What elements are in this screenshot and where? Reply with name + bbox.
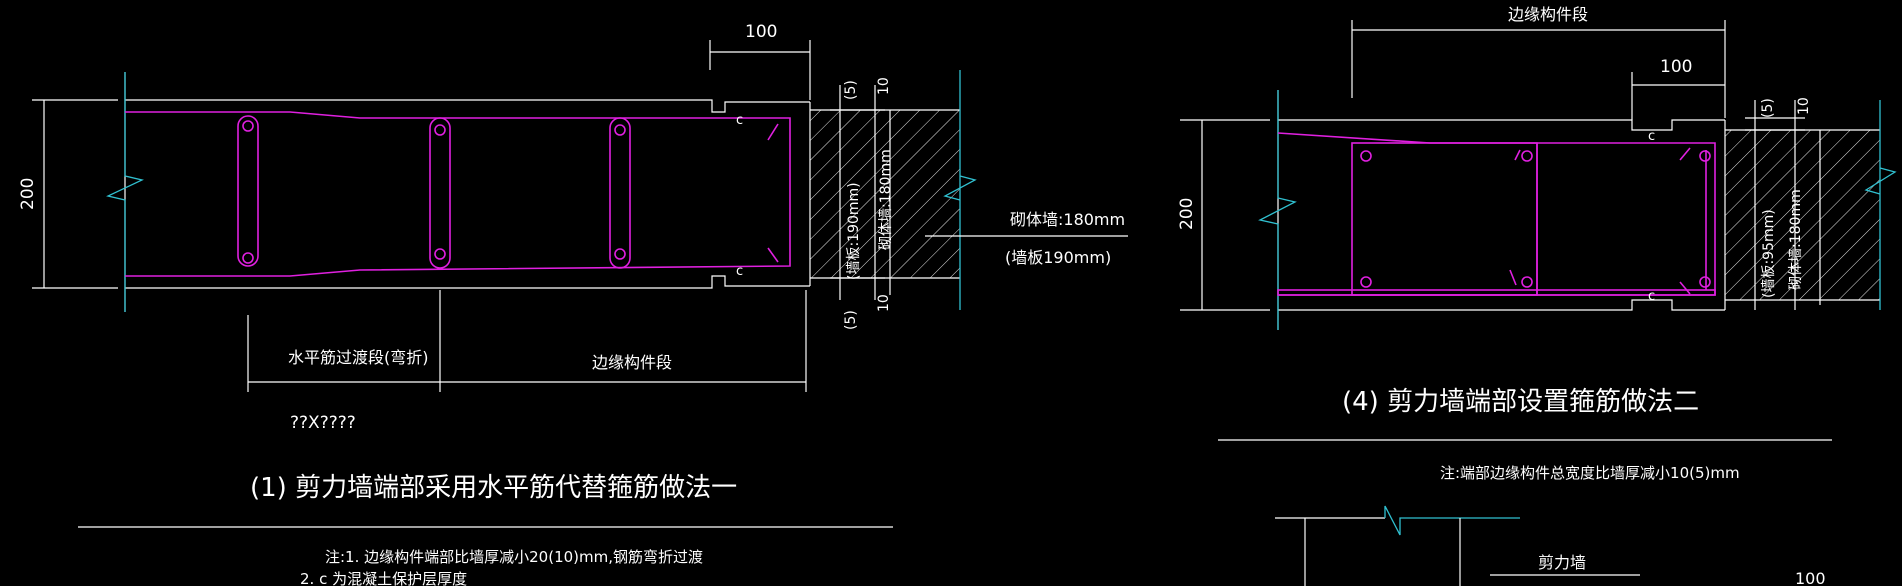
detail1-edge-segment-label: 边缘构件段	[592, 353, 672, 372]
detail1-rebar	[125, 111, 791, 277]
detail4-masonry-hatch	[1725, 100, 1897, 310]
detail-partial: 剪力墙 100	[1275, 505, 1826, 586]
detail4-title: (4) 剪力墙端部设置箍筋做法二	[1342, 387, 1699, 417]
detail4-note: 注:端部边缘构件总宽度比墙厚减小10(5)mm	[1440, 464, 1740, 482]
detail4-cover-top: c	[1648, 129, 1655, 144]
detail-4: 边缘构件段 100 200 (5) 10 c c (墙板:95mm) 砌体墙:1…	[1177, 5, 1897, 482]
detail1-title: (1) 剪力墙端部采用水平筋代替箍筋做法一	[250, 473, 737, 503]
detail4-dim-5: (5)	[1760, 98, 1776, 118]
detail4-masonry-vertical: 砌体墙:180mm	[1788, 189, 1804, 290]
detail1-wallboard-label: (墙板190mm)	[1005, 248, 1111, 267]
detail1-dimensions	[32, 40, 1128, 392]
detail4-wall-outline	[1277, 90, 1726, 330]
detail4-break-line	[1258, 90, 1297, 330]
partial-dim-100: 100	[1795, 569, 1826, 586]
partial-shear-wall-label: 剪力墙	[1538, 553, 1586, 572]
detail4-dimensions	[1180, 20, 1805, 311]
detail4-dim-10: 10	[1796, 97, 1812, 115]
detail1-dim-100: 100	[745, 22, 777, 42]
detail4-wallboard-vertical: (墙板:95mm)	[1761, 209, 1777, 298]
detail1-note-line2: 2. c 为混凝土保护层厚度	[300, 570, 467, 586]
detail1-garbled-text: ??X????	[290, 413, 356, 433]
detail1-note-line1: 注:1. 边缘构件端部比墙厚减小20(10)mm,钢筋弯折过渡	[325, 548, 703, 566]
detail4-dim-200: 200	[1177, 198, 1197, 230]
detail1-cover-top: c	[736, 113, 743, 128]
detail1-cover-bottom: c	[736, 264, 743, 279]
detail1-masonry-vertical: 砌体墙:180mm	[878, 149, 894, 250]
detail1-masonry-hatch	[810, 70, 977, 310]
detail1-transition-label: 水平筋过渡段(弯折)	[288, 348, 429, 367]
detail1-dim-10-bottom: 10	[876, 294, 892, 312]
detail1-dim-200: 200	[18, 178, 38, 210]
detail1-dim-5-top: (5)	[843, 80, 859, 100]
detail4-rebar	[1277, 132, 1716, 296]
detail-1: 100 200 c c (5) 10 (5) 10 (墙板:190mm) 砌体墙…	[18, 22, 1128, 586]
detail1-dim-5-bottom: (5)	[843, 310, 859, 330]
detail4-cover-bottom: c	[1648, 289, 1655, 304]
detail1-break-line	[106, 72, 144, 312]
detail1-masonry-label: 砌体墙:180mm	[1010, 210, 1125, 229]
detail1-wallboard-vertical: (墙板:190mm)	[846, 182, 862, 280]
detail4-dim-100: 100	[1660, 57, 1692, 77]
detail1-dim-10-top: 10	[876, 77, 892, 95]
detail4-edge-segment-label: 边缘构件段	[1508, 5, 1588, 24]
